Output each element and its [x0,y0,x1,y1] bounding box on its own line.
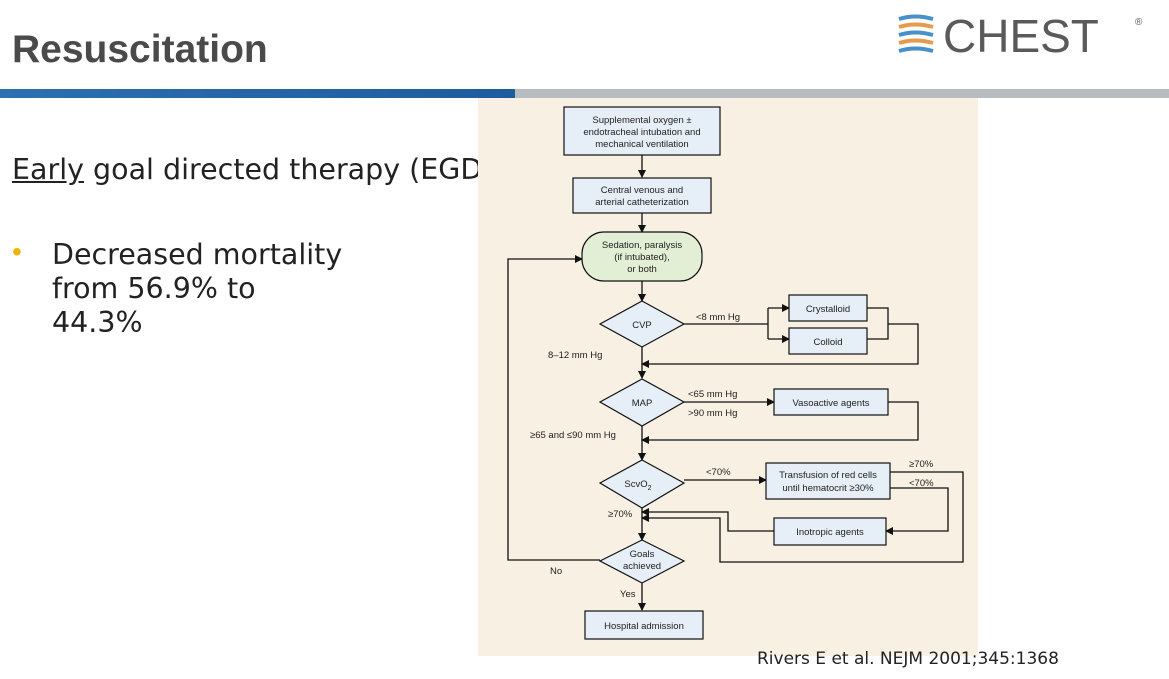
sedation-line-2: (if intubated), [614,252,669,263]
sedation-line-3: or both [627,264,657,275]
colloid-box: Colloid [788,327,868,355]
svg-text:ScvO2: ScvO2 [624,479,651,492]
hospital-label: Hospital admission [604,621,684,632]
chest-logo-mark-icon [898,14,934,53]
edge-trans-low: <70% [909,478,934,489]
chest-logo-text: CHEST [943,10,1099,62]
oxygen-line-3: mechanical ventilation [595,139,688,150]
goals-line-1: Goals [630,549,655,560]
vasoactive-box: Vasoactive agents [773,388,889,416]
catheterization-box: Central venous and arterial catheterizat… [572,177,712,214]
crystalloid-label: Crystalloid [806,304,850,315]
flowchart-connectors [507,155,964,611]
hospital-box: Hospital admission [584,610,704,640]
transfusion-line-2: until hematocrit ≥30% [782,483,874,494]
edge-scv-low: <70% [706,467,731,478]
sedation-line-1: Sedation, paralysis [602,240,683,251]
registered-mark: ® [1135,17,1143,28]
chest-logo: CHEST ® [895,10,1145,62]
edge-cvp-low: <8 mm Hg [696,312,740,323]
crystalloid-box: Crystalloid [788,294,868,322]
sedation-box: Sedation, paralysis (if intubated), or b… [581,231,703,282]
scvo2-subscript: 2 [648,485,652,492]
goals-line-2: achieved [623,561,661,572]
vasoactive-label: Vasoactive agents [793,398,870,409]
goals-decision: Goals achieved [598,539,686,584]
map-decision: MAP [598,378,686,427]
header-rule-grey [515,89,1169,98]
header-rule-blue [0,89,515,98]
heading-rest: goal directed therapy (EGDT) [83,153,511,186]
inotropic-box: Inotropic agents [773,517,887,546]
oxygen-line-1: Supplemental oxygen ± [592,115,691,126]
cvp-decision: CVP [598,300,686,348]
slide-heading: Early goal directed therapy (EGDT) [12,153,511,187]
scvo2-decision: ScvO2 [598,459,686,509]
edge-no: No [550,566,562,577]
oxygen-line-2: endotracheal intubation and [583,127,700,138]
transfusion-box: Transfusion of red cells until hematocri… [765,462,891,500]
inotropic-label: Inotropic agents [796,527,864,538]
oxygen-box: Supplemental oxygen ± endotracheal intub… [563,106,721,156]
catheter-line-1: Central venous and [601,185,683,196]
map-label: MAP [632,398,653,409]
flowchart-background [478,98,978,656]
catheter-line-2: arterial catheterization [595,197,688,208]
citation: Rivers E et al. NEJM 2001;345:1368 [757,649,1059,669]
bullet-marker: • [12,236,22,267]
colloid-label: Colloid [813,337,842,348]
edge-yes: Yes [620,589,636,600]
edge-trans-high: ≥70% [909,459,934,470]
scvo2-label: ScvO [624,479,647,490]
edge-map-ok: ≥65 and ≤90 mm Hg [530,430,616,441]
egdt-flowchart: Supplemental oxygen ± endotracheal intub… [507,106,964,640]
bullet-text: Decreased mortality from 56.9% to 44.3% [52,238,343,339]
edge-map-low: <65 mm Hg [688,389,737,400]
slide-title: Resuscitation [12,28,268,71]
heading-underlined-word: Early [12,153,84,186]
edge-cvp-ok: 8–12 mm Hg [548,350,602,361]
cvp-label: CVP [632,320,652,331]
edge-scv-ok: ≥70% [608,509,633,520]
transfusion-line-1: Transfusion of red cells [779,470,877,481]
edge-map-high: >90 mm Hg [688,408,737,419]
